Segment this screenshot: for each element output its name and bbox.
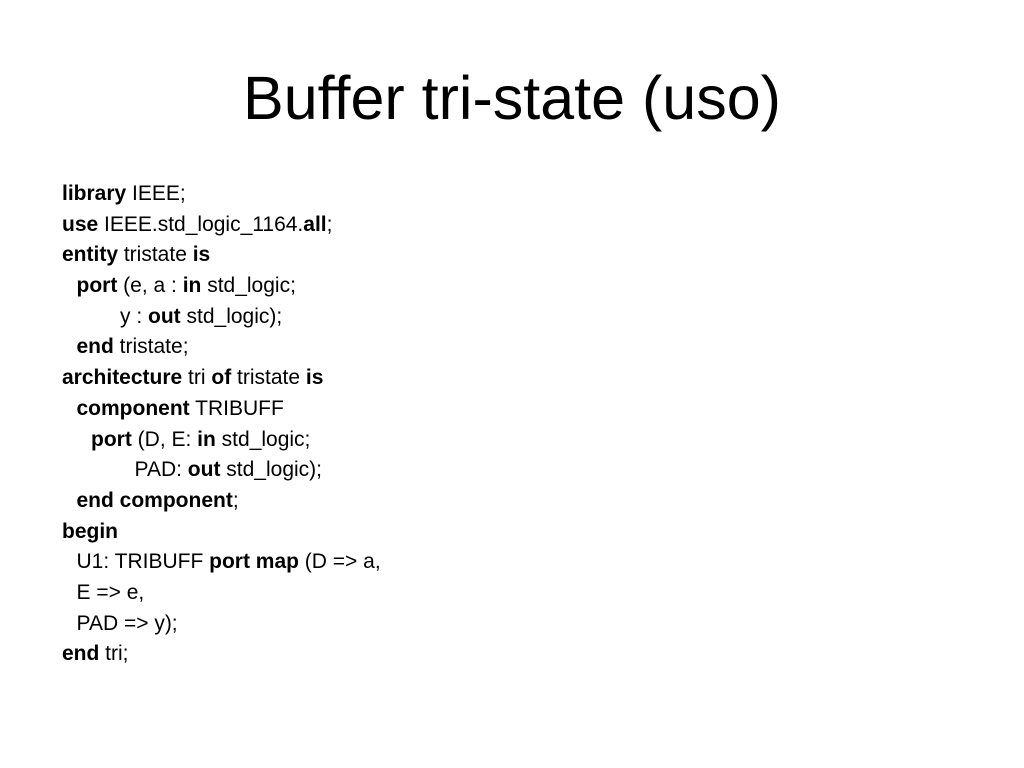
code-keyword: out: [148, 304, 181, 328]
code-line: U1: TRIBUFF port map (D => a,: [62, 547, 962, 578]
code-keyword: component: [76, 396, 190, 420]
code-keyword: port: [76, 274, 118, 298]
code-keyword: is: [192, 243, 211, 267]
code-text: ;: [326, 212, 333, 236]
code-text: PAD:: [134, 458, 188, 482]
code-line: entity tristate is: [62, 240, 962, 271]
code-keyword: in: [182, 274, 202, 298]
code-line: end component;: [62, 486, 962, 517]
code-text: std_logic;: [201, 274, 296, 298]
code-keyword: is: [305, 366, 324, 390]
code-text: E => e,: [76, 580, 145, 604]
code-text: tri;: [99, 642, 129, 666]
code-line: architecture tri of tristate is: [62, 363, 962, 394]
code-keyword: entity: [62, 243, 119, 267]
code-keyword: out: [187, 458, 221, 482]
code-line: E => e,: [62, 578, 962, 609]
code-text: std_logic);: [180, 304, 283, 328]
code-line: port (e, a : in std_logic;: [62, 271, 962, 302]
code-keyword: architecture: [62, 366, 183, 390]
code-keyword: end component: [76, 488, 233, 512]
code-text: tristate: [118, 243, 193, 267]
code-text: TRIBUFF: [189, 396, 284, 420]
code-text: IEEE;: [126, 182, 186, 205]
code-text: (D, E:: [131, 427, 198, 451]
code-text: y :: [120, 304, 149, 328]
code-line: port (D, E: in std_logic;: [62, 425, 962, 456]
code-line: component TRIBUFF: [62, 394, 962, 425]
code-keyword: use: [62, 212, 99, 236]
code-keyword: port: [91, 427, 132, 451]
code-line: PAD: out std_logic);: [62, 455, 962, 486]
code-line: PAD => y);: [62, 609, 962, 640]
code-keyword: port map: [209, 550, 299, 574]
code-keyword: begin: [62, 519, 118, 543]
code-keyword: library: [62, 182, 127, 205]
code-text: tristate;: [113, 335, 189, 359]
code-keyword: of: [211, 366, 232, 390]
code-line: library IEEE;: [62, 179, 962, 210]
code-text: tri: [182, 366, 212, 390]
code-text: tristate: [231, 366, 306, 390]
code-block: library IEEE;use IEEE.std_logic_1164.all…: [62, 179, 962, 670]
code-line: begin: [62, 517, 962, 548]
code-text: U1: TRIBUFF: [76, 550, 210, 574]
code-line: y : out std_logic);: [62, 302, 962, 333]
code-keyword: end: [76, 335, 114, 359]
code-keyword: all: [303, 212, 327, 236]
code-text: std_logic);: [220, 458, 322, 482]
code-text: IEEE.std_logic_1164.: [98, 212, 304, 236]
slide-title: Buffer tri-state (uso): [243, 64, 781, 132]
code-keyword: in: [197, 427, 216, 451]
code-text: std_logic;: [215, 427, 311, 451]
code-line: end tri;: [62, 639, 962, 670]
code-text: PAD => y);: [76, 611, 178, 635]
code-text: ;: [232, 488, 239, 512]
code-line: use IEEE.std_logic_1164.all;: [62, 210, 962, 241]
code-text: (e, a :: [117, 274, 183, 298]
code-line: end tristate;: [62, 332, 962, 363]
code-text: (D => a,: [298, 550, 381, 574]
code-keyword: end: [62, 642, 100, 666]
